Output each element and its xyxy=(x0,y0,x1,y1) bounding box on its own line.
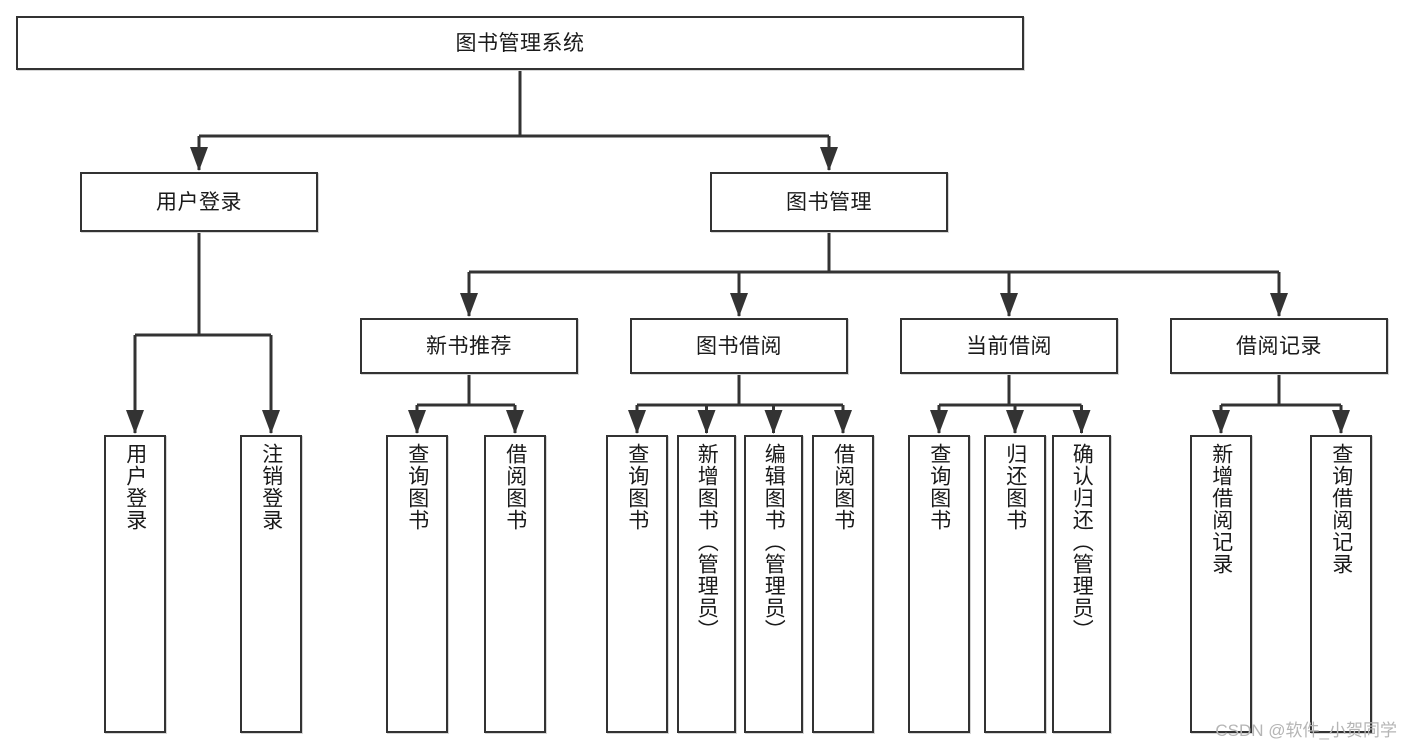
edge-arrowhead xyxy=(190,147,208,171)
node-label: 编辑图书（管理员） xyxy=(762,443,786,641)
node-root[interactable]: 图书管理系统 xyxy=(16,16,1024,70)
edge-arrowhead xyxy=(764,410,783,434)
node-label: 新书推荐 xyxy=(426,334,512,358)
edge-arrowhead xyxy=(628,410,646,434)
watermark: CSDN @软件_小贺同学 xyxy=(1215,721,1397,740)
node-label: 新增图书（管理员） xyxy=(695,443,719,641)
node-label: 查询图书 xyxy=(405,443,429,531)
node-leaf-logout[interactable]: 注销登录 xyxy=(240,435,302,733)
edge-arrowhead xyxy=(262,410,280,434)
node-label: 用户登录 xyxy=(156,190,242,214)
edge-arrowhead xyxy=(1270,293,1288,317)
node-label: 用户登录 xyxy=(123,443,147,531)
node-leaf-confirm-return[interactable]: 确认归还（管理员） xyxy=(1052,435,1111,733)
node-label: 借阅图书 xyxy=(831,443,855,531)
edge-arrowhead xyxy=(1332,410,1350,434)
edge-arrowhead xyxy=(834,410,852,434)
edge-arrowhead xyxy=(1212,410,1230,434)
edge-arrowhead xyxy=(1072,410,1091,434)
edge-arrowhead xyxy=(408,410,426,434)
node-label: 图书管理系统 xyxy=(455,31,585,55)
node-leaf-borrow-book-2[interactable]: 借阅图书 xyxy=(812,435,874,733)
node-label: 借阅记录 xyxy=(1236,334,1322,358)
edge-arrowhead xyxy=(730,293,748,317)
node-label: 图书借阅 xyxy=(696,334,782,358)
node-new-book-rec[interactable]: 新书推荐 xyxy=(360,318,578,374)
node-leaf-borrow-book-1[interactable]: 借阅图书 xyxy=(484,435,546,733)
edge-arrowhead xyxy=(126,410,144,434)
node-label: 新增借阅记录 xyxy=(1209,443,1233,575)
edge-arrowhead xyxy=(820,147,838,171)
node-leaf-add-record[interactable]: 新增借阅记录 xyxy=(1190,435,1252,733)
edge-arrowhead xyxy=(506,410,524,434)
node-label: 查询图书 xyxy=(927,443,951,531)
node-book-manage[interactable]: 图书管理 xyxy=(710,172,948,232)
node-leaf-edit-book[interactable]: 编辑图书（管理员） xyxy=(744,435,803,733)
node-label: 图书管理 xyxy=(786,190,872,214)
edge-arrowhead xyxy=(1006,410,1024,434)
node-leaf-return-book[interactable]: 归还图书 xyxy=(984,435,1046,733)
node-leaf-query-book-3[interactable]: 查询图书 xyxy=(908,435,970,733)
node-label: 归还图书 xyxy=(1003,443,1027,531)
node-borrow-record[interactable]: 借阅记录 xyxy=(1170,318,1388,374)
node-label: 当前借阅 xyxy=(966,334,1052,358)
edge-arrowhead xyxy=(460,293,478,317)
node-leaf-query-record[interactable]: 查询借阅记录 xyxy=(1310,435,1372,733)
node-current-borrow[interactable]: 当前借阅 xyxy=(900,318,1118,374)
edge-arrowhead xyxy=(697,410,716,434)
node-leaf-query-book-2[interactable]: 查询图书 xyxy=(606,435,668,733)
node-label: 查询图书 xyxy=(625,443,649,531)
node-user-login[interactable]: 用户登录 xyxy=(80,172,318,232)
node-leaf-query-book-1[interactable]: 查询图书 xyxy=(386,435,448,733)
node-label: 借阅图书 xyxy=(503,443,527,531)
node-leaf-add-book[interactable]: 新增图书（管理员） xyxy=(677,435,736,733)
node-label: 注销登录 xyxy=(259,443,283,531)
node-leaf-user-login[interactable]: 用户登录 xyxy=(104,435,166,733)
node-label: 确认归还（管理员） xyxy=(1070,443,1094,641)
node-book-borrow[interactable]: 图书借阅 xyxy=(630,318,848,374)
edge-arrowhead xyxy=(1000,293,1018,317)
edge-arrowhead xyxy=(930,410,948,434)
node-label: 查询借阅记录 xyxy=(1329,443,1353,575)
